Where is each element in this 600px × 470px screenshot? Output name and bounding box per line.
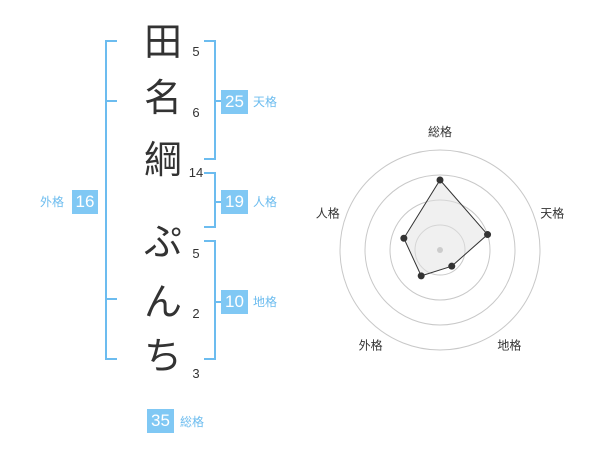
jin-label: 人格 [253, 195, 278, 209]
radar-point-4 [417, 272, 425, 280]
gai-bracket-vertical [105, 40, 107, 360]
radar-ring-4 [339, 149, 541, 351]
jin-value-badge: 19 [221, 190, 248, 214]
name-char-1: 田 [143, 20, 182, 64]
chi-bracket-vertical [214, 240, 216, 360]
name-char-2: 名 [143, 76, 182, 120]
ten-bracket-top [204, 40, 216, 42]
chi-value-badge: 10 [221, 290, 248, 314]
name-char-6: ち [143, 334, 182, 378]
stroke-count-4: 5 [192, 246, 200, 261]
gai-value-badge: 16 [72, 190, 98, 214]
radar-axis-label-4: 外格 [359, 337, 383, 352]
stroke-count-3: 14 [188, 165, 204, 180]
gai-label: 外格 [40, 195, 65, 209]
chi-bracket-bottom [204, 358, 216, 360]
radar-point-5 [400, 234, 408, 242]
gai-bracket-top [105, 40, 117, 42]
jin-bracket-vertical [214, 172, 216, 228]
stroke-count-6: 3 [192, 366, 200, 381]
sou-value-badge: 35 [147, 409, 174, 433]
sou-label: 総格 [180, 415, 205, 429]
radar-center-dot [437, 247, 443, 253]
name-char-3: 綱 [143, 138, 182, 182]
radar-point-2 [484, 231, 492, 239]
ten-value-badge: 25 [221, 90, 248, 114]
chi-bracket-stem [214, 301, 222, 303]
radar-ring-3 [364, 174, 516, 326]
jin-bracket-bottom [204, 226, 216, 228]
stroke-count-2: 6 [192, 105, 200, 120]
radar-axis-label-5: 人格 [316, 206, 340, 221]
gai-bracket-tick-1 [105, 100, 117, 102]
radar-point-3 [448, 262, 456, 270]
gai-bracket-bottom [105, 358, 117, 360]
radar-point-1 [436, 176, 444, 184]
radar-axis-label-3: 地格 [497, 337, 521, 352]
jin-bracket-stem [214, 201, 222, 203]
stroke-count-5: 2 [192, 306, 200, 321]
gai-bracket-tick-2 [105, 298, 117, 300]
name-char-5: ん [143, 280, 182, 324]
radar-axis-label-1: 総格 [428, 124, 452, 139]
radar-data-area [403, 179, 489, 277]
ten-label: 天格 [253, 95, 278, 109]
ten-bracket-stem [214, 100, 222, 102]
stroke-count-1: 5 [192, 44, 200, 59]
radar-axis-label-2: 天格 [540, 206, 564, 221]
chi-label: 地格 [253, 295, 278, 309]
chi-bracket-top [204, 240, 216, 242]
name-char-4: ぷ [143, 220, 182, 264]
jin-bracket-top [204, 172, 216, 174]
ten-bracket-bottom [204, 158, 216, 160]
